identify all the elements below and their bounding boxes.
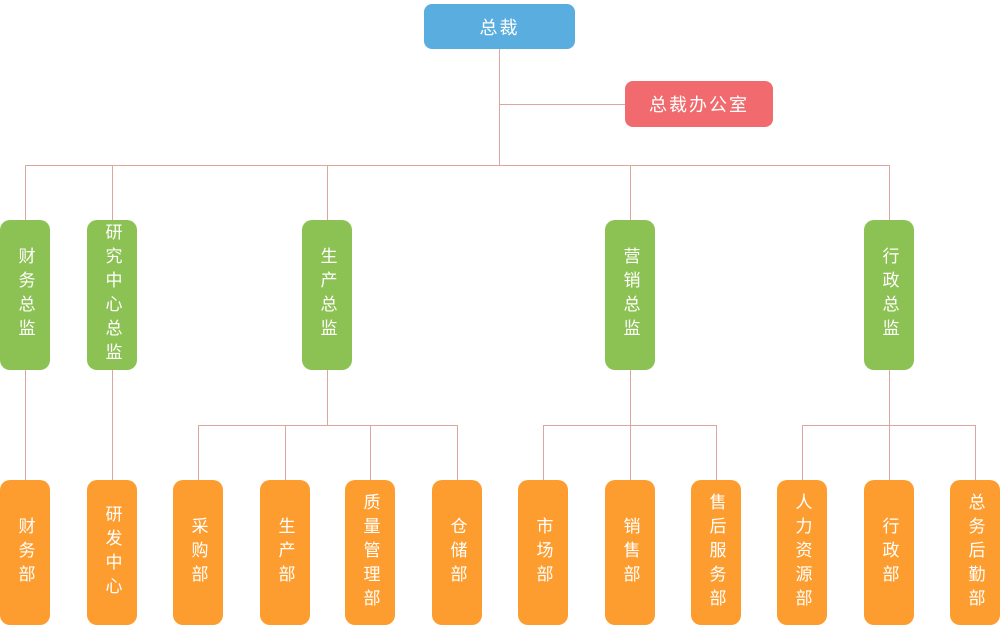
node-dept-finance: 财务部 bbox=[0, 480, 50, 625]
node-dept-warehouse: 仓储部 bbox=[432, 480, 482, 625]
node-director-finance: 财务总监 bbox=[0, 220, 50, 370]
node-dept-purchasing: 采购部 bbox=[173, 480, 223, 625]
node-director-administration: 行政总监 bbox=[864, 220, 914, 370]
node-president-office: 总裁办公室 bbox=[625, 81, 773, 127]
node-dept-sales: 销售部 bbox=[605, 480, 655, 625]
node-director-marketing: 营销总监 bbox=[605, 220, 655, 370]
node-dept-human-resources: 人力资源部 bbox=[777, 480, 827, 625]
node-dept-rd-center: 研发中心 bbox=[87, 480, 137, 625]
node-dept-production: 生产部 bbox=[260, 480, 310, 625]
node-director-production: 生产总监 bbox=[302, 220, 352, 370]
node-dept-market: 市场部 bbox=[518, 480, 568, 625]
node-dept-quality-management: 质量管理部 bbox=[345, 480, 395, 625]
node-dept-after-sales-service: 售后服务部 bbox=[691, 480, 741, 625]
node-dept-general-affairs-logistics: 总务后勤部 bbox=[950, 480, 1000, 625]
node-director-research-center: 研究中心总监 bbox=[87, 220, 137, 370]
node-dept-administration: 行政部 bbox=[864, 480, 914, 625]
node-president: 总裁 bbox=[424, 4, 575, 49]
